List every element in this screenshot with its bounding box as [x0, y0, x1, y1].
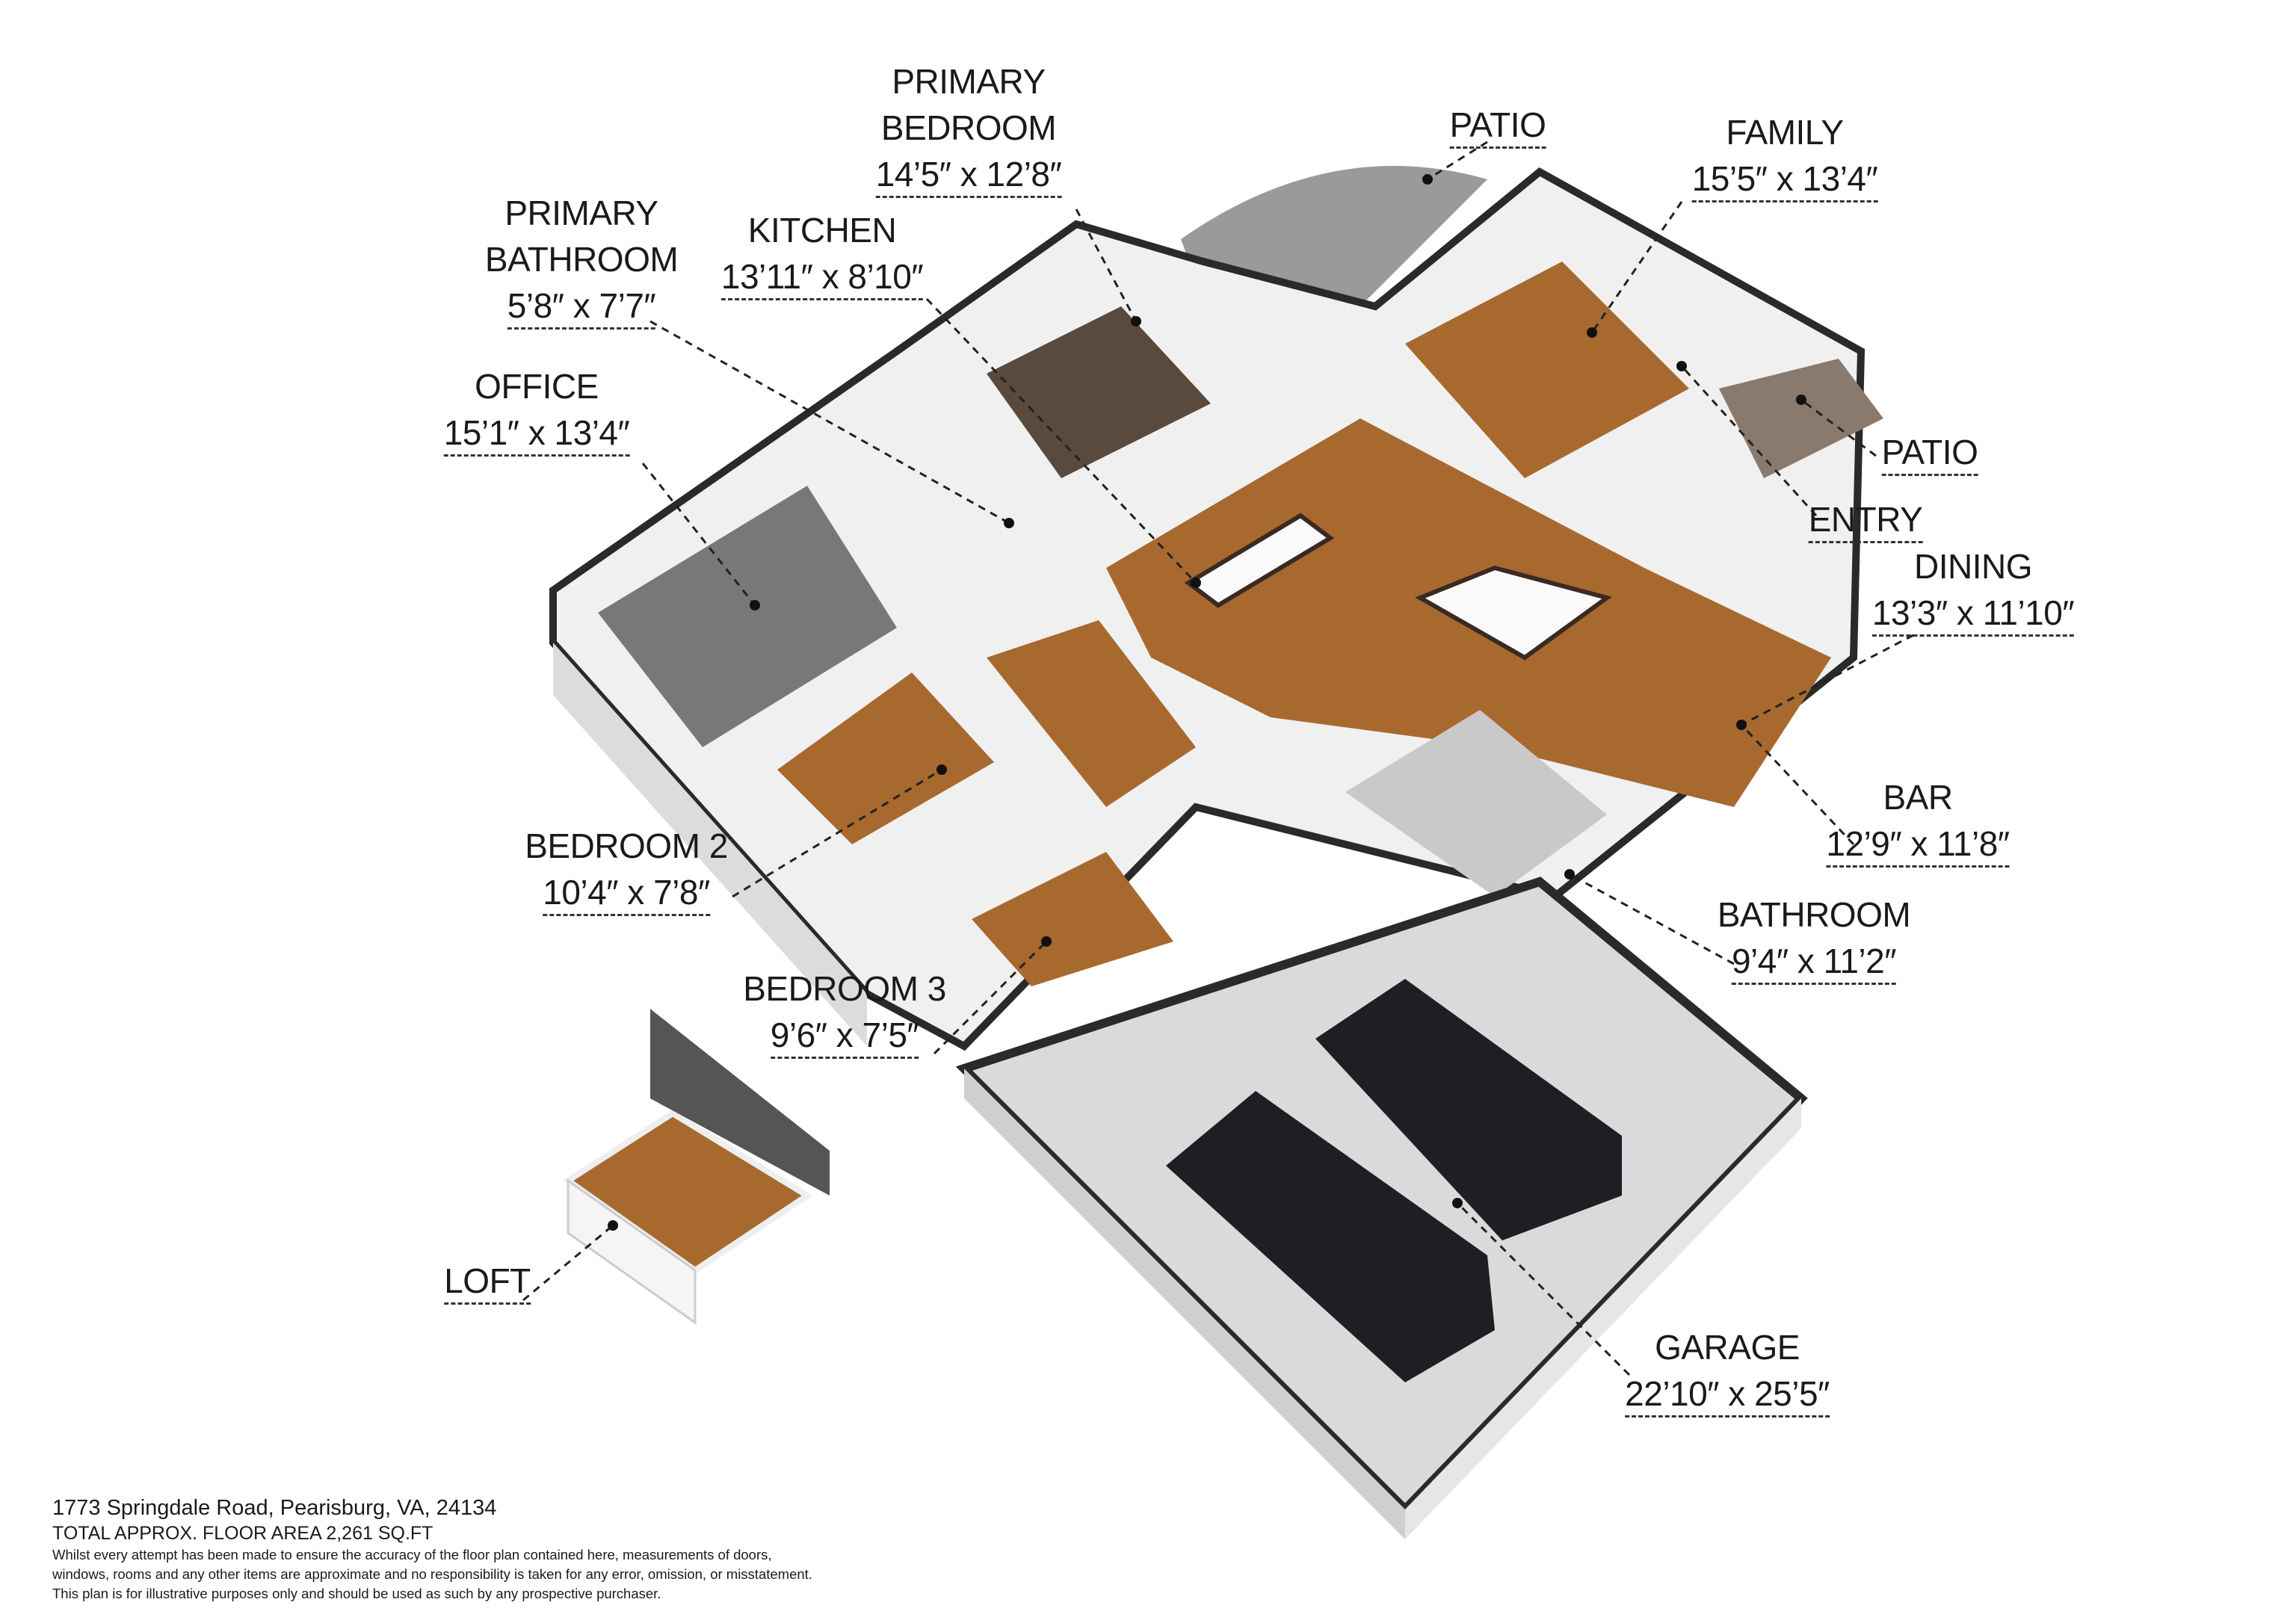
family-floor — [1405, 262, 1689, 478]
label-primary-bedroom: PRIMARY BEDROOM 14’5″ x 12’8″ — [875, 58, 1062, 198]
garage-wall-left — [964, 1069, 1405, 1539]
kitchen-island — [1184, 513, 1335, 608]
car-2 — [1315, 979, 1622, 1240]
label-primary-bathroom: PRIMARY BATHROOM 5’8″ x 7’7″ — [485, 190, 679, 330]
label-family: FAMILY 15’5″ x 13’4″ — [1691, 109, 1878, 203]
patio-side-floor — [1719, 359, 1883, 478]
label-bedroom-3: BEDROOM 3 9’6″ x 7’5″ — [743, 965, 946, 1059]
loft-railing — [567, 1178, 697, 1325]
office-floor — [598, 486, 897, 747]
label-office: OFFICE 15’1″ x 13’4″ — [443, 363, 630, 457]
hall-floor — [987, 620, 1196, 807]
label-bar: BAR 12’9″ x 11’8″ — [1826, 774, 2010, 868]
bedroom-3-floor — [972, 852, 1173, 986]
label-dining: DINING 13’3″ x 11’10″ — [1871, 543, 2075, 637]
house-side-wall — [553, 643, 867, 1046]
label-bathroom: BATHROOM 9’4″ x 11’2″ — [1718, 891, 1911, 985]
disclaimer-line: Whilst every attempt has been made to en… — [52, 1547, 772, 1562]
label-loft: LOFT — [444, 1258, 531, 1305]
bathroom-floor — [1345, 710, 1607, 897]
label-patio-side: PATIO — [1881, 429, 1978, 476]
disclaimer-line: windows, rooms and any other items are a… — [52, 1566, 812, 1582]
room-markers — [608, 174, 1806, 1231]
label-entry: ENTRY — [1808, 496, 1923, 543]
bar-counter — [1415, 565, 1612, 661]
garage-wall-right — [1405, 1098, 1801, 1539]
leader-lines — [522, 140, 1914, 1376]
property-address: 1773 Springdale Road, Pearisburg, VA, 24… — [52, 1496, 497, 1520]
footer: 1773 Springdale Road, Pearisburg, VA, 24… — [52, 1494, 812, 1604]
disclaimer-line: This plan is for illustrative purposes o… — [52, 1586, 661, 1601]
total-floor-area: TOTAL APPROX. FLOOR AREA 2,261 SQ.FT — [52, 1523, 433, 1544]
label-patio-rear: PATIO — [1449, 102, 1546, 149]
label-kitchen: KITCHEN 13’11″ x 8’10″ — [720, 207, 924, 300]
car-1 — [1166, 1091, 1495, 1382]
bedroom-2-floor — [777, 673, 994, 844]
label-garage: GARAGE 22’10″ x 25’5″ — [1625, 1324, 1830, 1418]
loft-wall — [650, 1009, 830, 1196]
primary-bedroom-floor — [987, 306, 1211, 478]
label-bedroom-2: BEDROOM 2 10’4″ x 7’8″ — [525, 823, 728, 916]
